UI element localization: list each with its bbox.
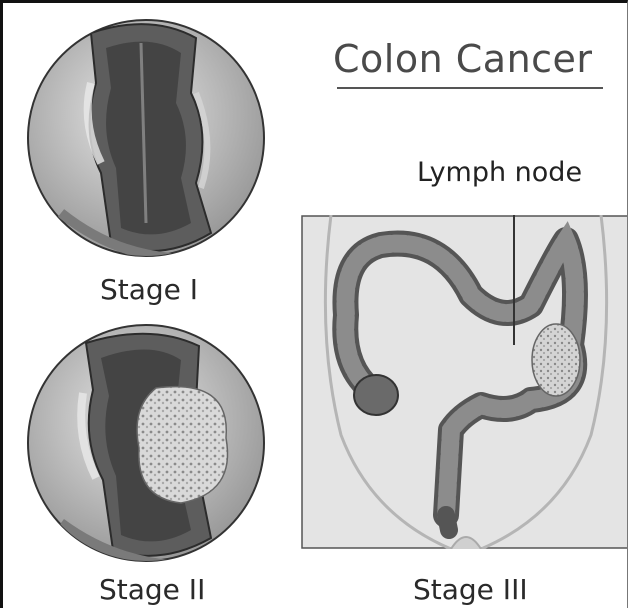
stage-1-label: Stage I (100, 273, 198, 306)
stage-2-illustration (21, 318, 271, 568)
stage-2-label: Stage II (99, 573, 205, 606)
stage-1-illustration (21, 13, 271, 263)
title-underline (337, 87, 603, 89)
stage-3-label: Stage III (413, 573, 528, 606)
lymph-node-label: Lymph node (417, 157, 582, 188)
figure-title: Colon Cancer (333, 37, 593, 81)
stage-3-illustration (301, 215, 628, 549)
